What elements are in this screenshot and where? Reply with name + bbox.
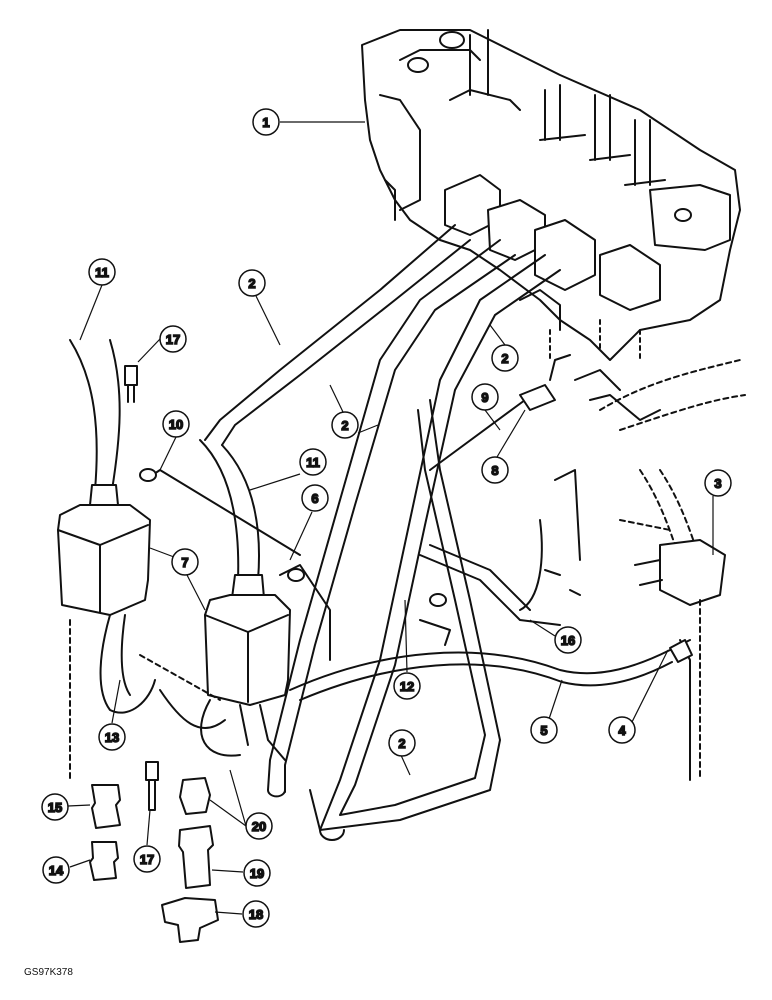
callout-6: 6: [301, 484, 329, 512]
callout-4-label: 4: [618, 723, 626, 738]
callout-17-top-label: 17: [166, 332, 180, 347]
callout-11-left: 11: [88, 258, 116, 286]
callout-19-label: 19: [250, 866, 264, 881]
callout-9: 9: [471, 383, 499, 411]
callout-8-label: 8: [491, 463, 498, 478]
figure-code: GS97K378: [24, 967, 73, 978]
callout-10: 10: [162, 410, 190, 438]
callout-2-bottom: 2: [388, 729, 416, 757]
callout-20-label: 20: [252, 819, 266, 834]
callout-6-label: 6: [311, 491, 318, 506]
callout-12: 12: [393, 672, 421, 700]
callout-4: 4: [608, 716, 636, 744]
callout-2-top: 2: [238, 269, 266, 297]
callouts: 1 2 2 2 2 2 2 3 4 5 6 7 8 9 10 11 11 12 …: [41, 108, 732, 928]
hose-9: [429, 354, 661, 471]
callout-5: 5: [530, 716, 558, 744]
callout-5-label: 5: [540, 723, 547, 738]
callout-11-left-label: 11: [95, 265, 109, 280]
loop-hoses: [69, 614, 286, 781]
callout-17-bottom-label: 17: [140, 852, 154, 867]
callout-7-label: 7: [181, 555, 188, 570]
drawing-linework: [57, 29, 746, 943]
callout-1: 1: [252, 108, 280, 136]
right-lines: [599, 359, 746, 781]
callout-9-label: 9: [481, 390, 488, 405]
hydraulic-tubes: [204, 224, 561, 841]
callout-16-label: 16: [561, 633, 575, 648]
valve-block-centre: [204, 594, 291, 706]
callout-20: 20: [245, 812, 273, 840]
callout-3: 3: [704, 469, 732, 497]
leader-lines: [67, 121, 714, 915]
valve-block-left: [57, 504, 151, 616]
callout-2-right-label: 2: [501, 351, 508, 366]
callout-2-mid-a: 2: [331, 411, 359, 439]
callout-12-label: 12: [400, 679, 414, 694]
callout-18: 18: [242, 900, 270, 928]
callout-16: 16: [554, 626, 582, 654]
callout-11-centre-label: 11: [306, 455, 320, 470]
hose-left: [69, 339, 121, 506]
callout-3-label: 3: [714, 476, 721, 491]
callout-1-label: 1: [262, 115, 269, 130]
callout-2-top-label: 2: [248, 276, 255, 291]
lower-lines: [289, 469, 693, 701]
callout-2-mid-a-label: 2: [341, 418, 348, 433]
callout-17-bottom: 17: [133, 845, 161, 873]
hose-centre: [199, 439, 265, 599]
callout-7: 7: [171, 548, 199, 576]
callout-13-label: 13: [105, 730, 119, 745]
callout-14-label: 14: [49, 863, 64, 878]
callout-18-label: 18: [249, 907, 263, 922]
callout-11-centre: 11: [299, 448, 327, 476]
callout-2-bottom-label: 2: [398, 736, 405, 751]
control-valve-bank: [361, 29, 741, 361]
callout-15: 15: [41, 793, 69, 821]
callout-2-right: 2: [491, 344, 519, 372]
callout-19: 19: [243, 859, 271, 887]
loose-fittings: [89, 365, 219, 943]
callout-15-label: 15: [48, 800, 62, 815]
callout-17-top: 17: [159, 325, 187, 353]
callout-14: 14: [42, 856, 70, 884]
callout-8: 8: [481, 456, 509, 484]
callout-10-label: 10: [169, 417, 183, 432]
callout-13: 13: [98, 723, 126, 751]
